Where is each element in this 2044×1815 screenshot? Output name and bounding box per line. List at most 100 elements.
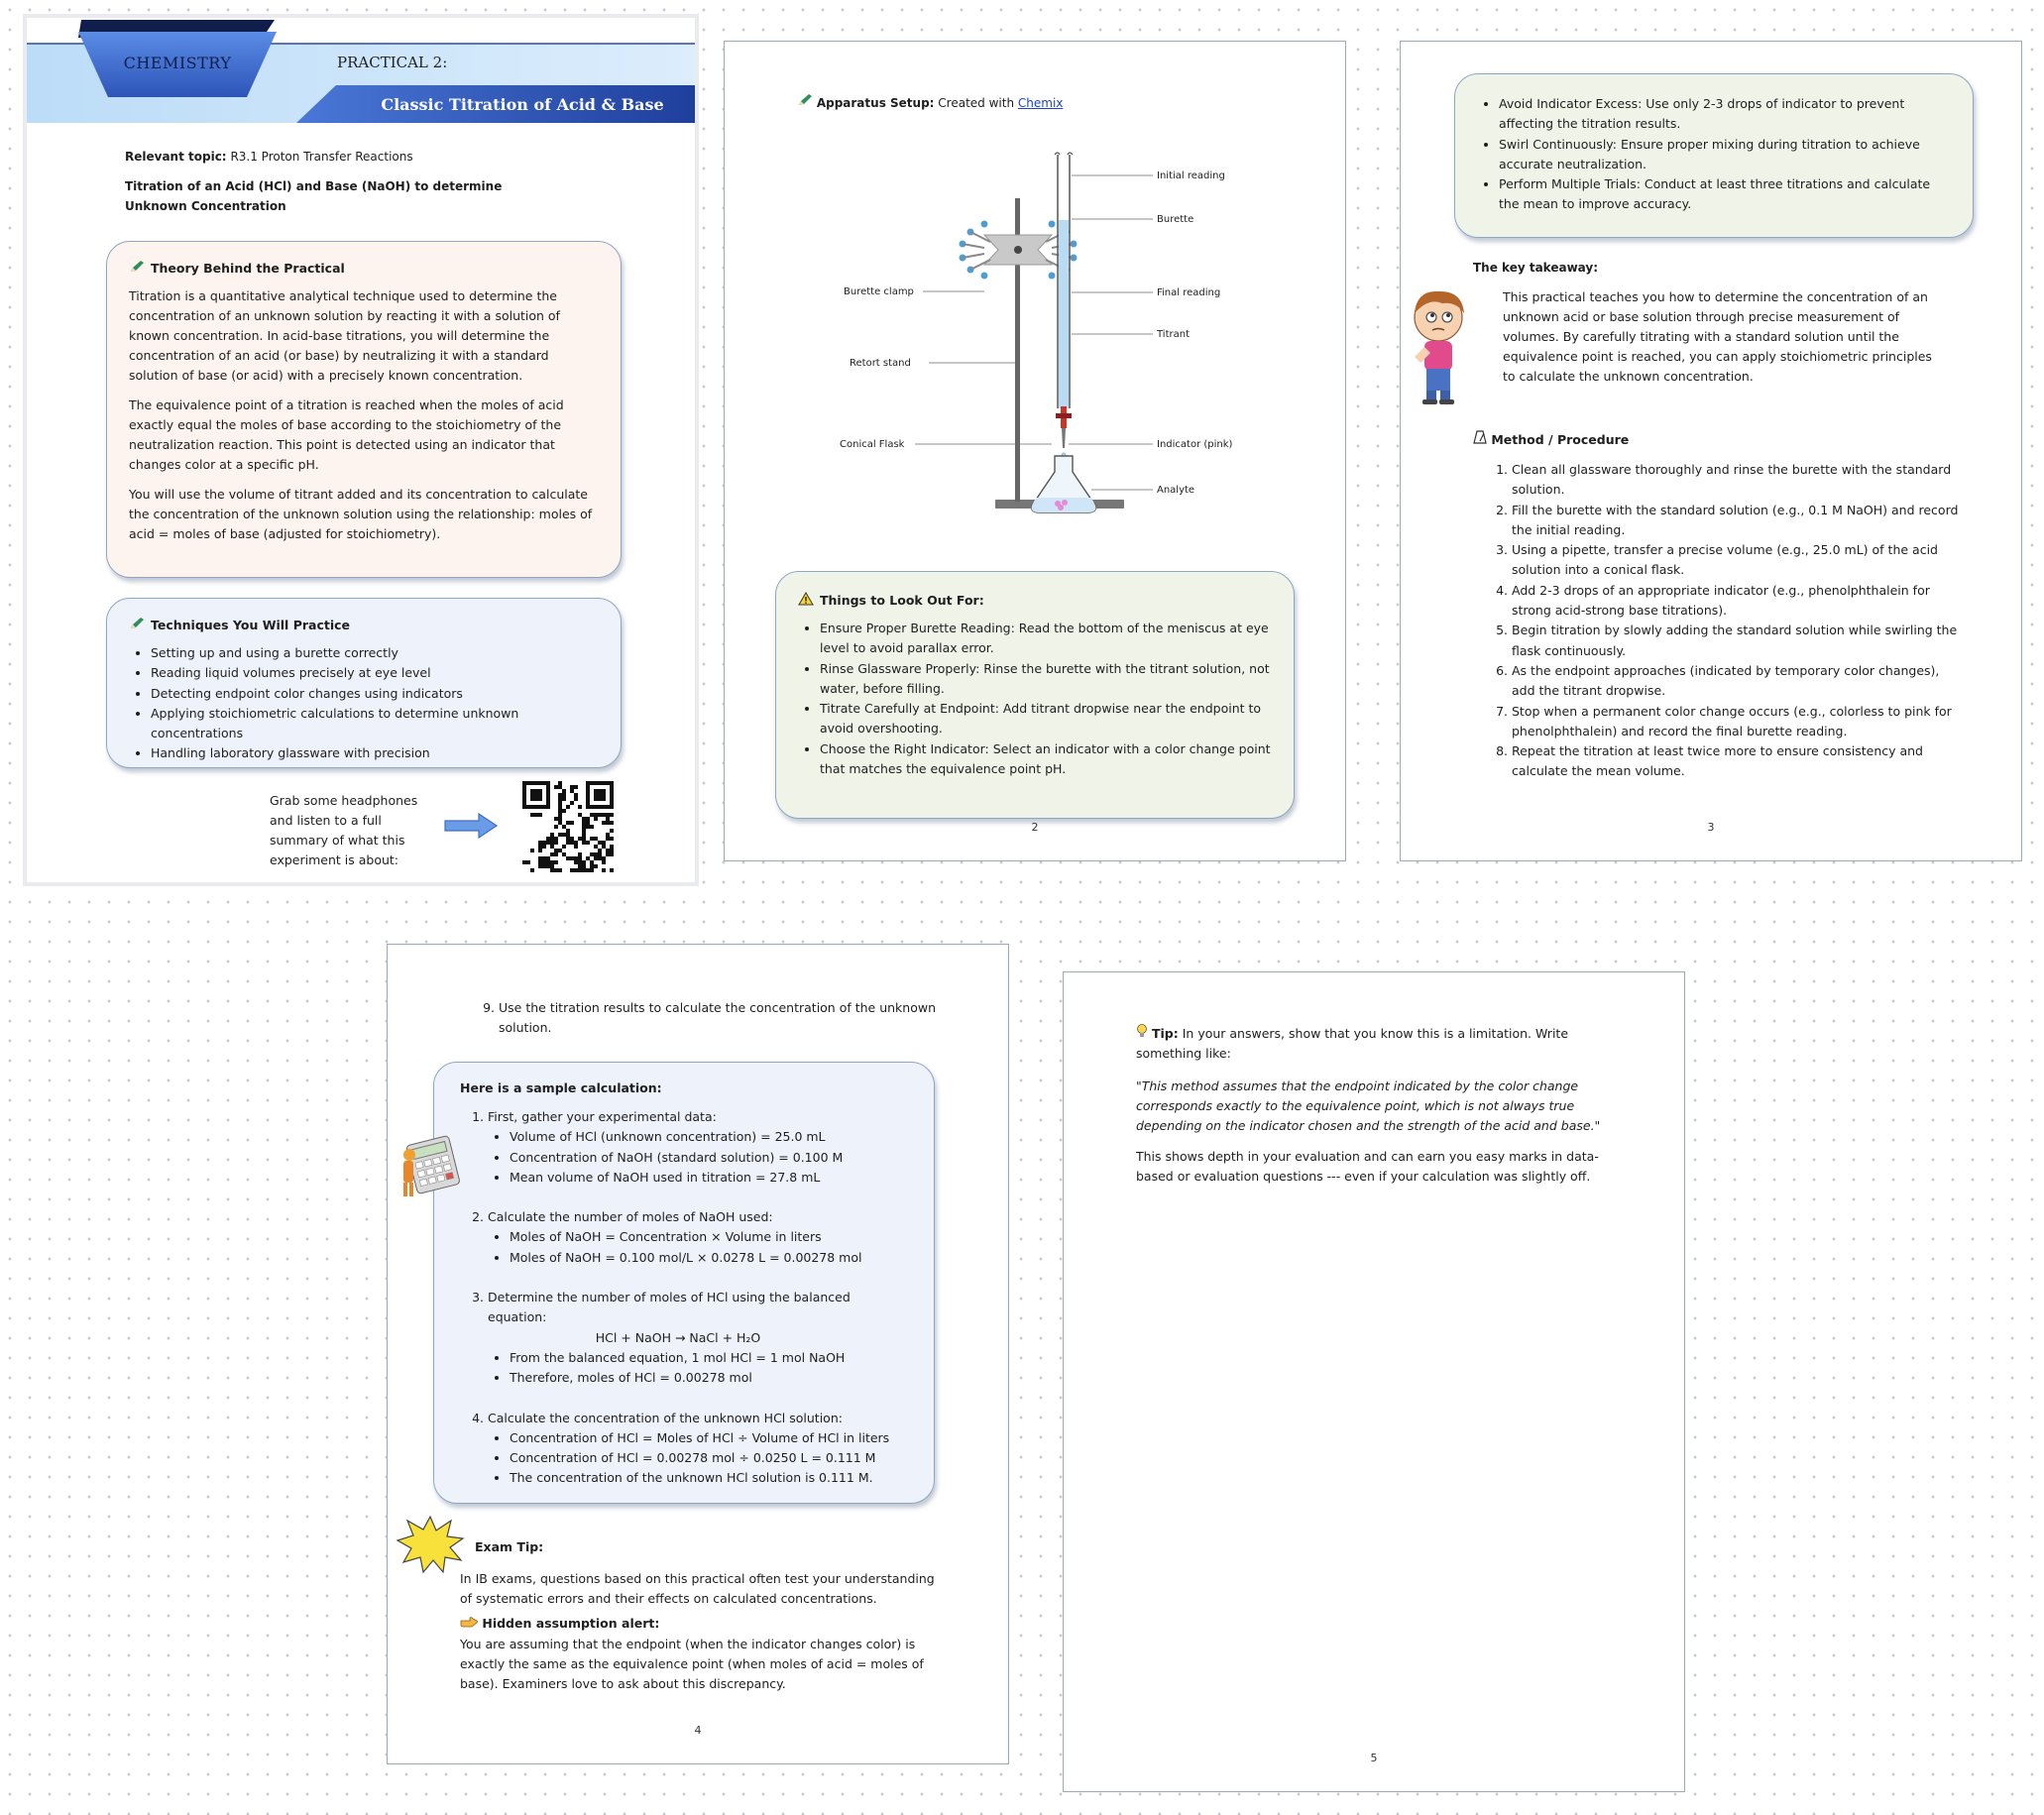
page-3: Avoid Indicator Excess: Use only 2-3 dro… — [1400, 41, 2022, 861]
label-burette: Burette — [1157, 214, 1193, 225]
page-subtitle: Titration of an Acid (HCl) and Base (NaO… — [125, 179, 503, 213]
list-item: Stop when a permanent color change occur… — [1512, 702, 1964, 742]
lookout-heading: Things to Look Out For: — [798, 592, 1272, 609]
list-item: Applying stoichiometric calculations to … — [151, 704, 599, 744]
theory-paragraph: You will use the volume of titrant added… — [129, 487, 593, 541]
tips-box: Avoid Indicator Excess: Use only 2-3 dro… — [1454, 73, 1974, 238]
apparatus-diagram: Initial reading Burette Burette clamp Fi… — [840, 152, 1233, 513]
warning-icon — [798, 592, 814, 609]
page-2: Apparatus Setup: Created with Chemix — [724, 41, 1346, 861]
list-item: Moles of NaOH = 0.100 mol/L × 0.0278 L =… — [510, 1248, 908, 1268]
header-title: Classic Titration of Acid & Base — [381, 95, 664, 114]
techniques-list: Setting up and using a burette correctly… — [129, 643, 599, 764]
list-item: Titrate Carefully at Endpoint: Add titra… — [820, 699, 1272, 739]
page-4: Use the titration results to calculate t… — [387, 944, 1009, 1764]
list-item: From the balanced equation, 1 mol HCl = … — [510, 1348, 908, 1368]
list-item: Setting up and using a burette correctly — [151, 643, 599, 663]
list-item: Begin titration by slowly adding the sta… — [1512, 621, 1964, 661]
qr-code-icon[interactable] — [522, 781, 614, 876]
method-list: Clean all glassware thoroughly and rinse… — [1488, 460, 1964, 782]
list-item: Calculate the number of moles of NaOH us… — [488, 1207, 908, 1268]
list-item: Rinse Glassware Properly: Rinse the bure… — [820, 659, 1272, 700]
page-1: CHEMISTRY PRACTICAL 2: Classic Titration… — [23, 14, 699, 886]
calc-steps: First, gather your experimental data: Vo… — [460, 1107, 908, 1489]
limitation-quote: "This method assumes that the endpoint i… — [1136, 1078, 1601, 1133]
list-item: Concentration of HCl = 0.00278 mol ÷ 0.0… — [510, 1448, 908, 1468]
closing-text: This shows depth in your evaluation and … — [1136, 1149, 1599, 1184]
theory-paragraph: Titration is a quantitative analytical t… — [129, 288, 560, 383]
header-subject: CHEMISTRY — [123, 54, 232, 72]
pointing-hand-icon — [460, 1614, 478, 1634]
hidden-assumption-heading: Hidden assumption alert: — [460, 1614, 659, 1634]
list-item: Avoid Indicator Excess: Use only 2-3 dro… — [1499, 94, 1951, 135]
list-item: As the endpoint approaches (indicated by… — [1512, 661, 1964, 702]
calculator-icon — [396, 1133, 463, 1202]
lightbulb-icon — [1136, 1024, 1148, 1044]
pencil-icon — [129, 260, 145, 277]
tips-list: Avoid Indicator Excess: Use only 2-3 dro… — [1477, 94, 1951, 215]
list-item: Perform Multiple Trials: Conduct at leas… — [1499, 174, 1951, 215]
list-item: Ensure Proper Burette Reading: Read the … — [820, 619, 1272, 659]
list-item: Concentration of NaOH (standard solution… — [510, 1148, 908, 1168]
techniques-box: Techniques You Will Practice Setting up … — [106, 598, 622, 768]
list-item: Detecting endpoint color changes using i… — [151, 684, 599, 704]
arrow-right-icon — [443, 811, 499, 845]
label-indicator: Indicator (pink) — [1157, 439, 1233, 450]
list-item: Using a pipette, transfer a precise volu… — [1512, 540, 1964, 581]
pencil-icon — [129, 617, 145, 633]
audio-text: Grab some headphones and listen to a ful… — [270, 793, 418, 867]
list-item: First, gather your experimental data: Vo… — [488, 1107, 908, 1188]
techniques-heading: Techniques You Will Practice — [129, 617, 599, 633]
list-item: Therefore, moles of HCl = 0.00278 mol — [510, 1368, 908, 1388]
list-item: Add 2-3 drops of an appropriate indicato… — [1512, 581, 1964, 622]
pencil-icon — [797, 93, 813, 113]
page-5: Tip: In your answers, show that you know… — [1063, 971, 1685, 1792]
metronome-icon — [1473, 430, 1487, 450]
exam-tip-heading: Exam Tip: — [475, 1539, 544, 1554]
label-final-reading: Final reading — [1157, 287, 1220, 298]
topic-label: Relevant topic: — [125, 150, 227, 164]
balanced-equation: HCl + NaOH → NaCl + H₂O — [595, 1329, 761, 1345]
list-item: Use the titration results to calculate t… — [499, 998, 951, 1039]
list-item: Determine the number of moles of HCl usi… — [488, 1288, 908, 1388]
label-burette-clamp: Burette clamp — [844, 286, 914, 297]
page-number: 3 — [1707, 821, 1715, 834]
label-retort-stand: Retort stand — [850, 358, 911, 369]
label-initial-reading: Initial reading — [1157, 170, 1225, 181]
boy-thinking-icon — [1407, 284, 1470, 410]
page-number: 2 — [1031, 821, 1039, 834]
page-number: 4 — [694, 1724, 702, 1737]
method-list-continued: Use the titration results to calculate t… — [475, 998, 951, 1039]
label-analyte: Analyte — [1157, 485, 1194, 496]
takeaway-text: This practical teaches you how to determ… — [1503, 289, 1932, 384]
theory-box: Theory Behind the Practical Titration is… — [106, 241, 622, 578]
theory-paragraph: The equivalence point of a titration is … — [129, 397, 564, 472]
tip-text: Tip: In your answers, show that you know… — [1136, 1024, 1569, 1061]
topic-value: R3.1 Proton Transfer Reactions — [230, 150, 413, 164]
list-item: Choose the Right Indicator: Select an in… — [820, 739, 1272, 780]
page-number: 5 — [1370, 1752, 1378, 1764]
chemix-link[interactable]: Chemix — [1017, 96, 1064, 110]
exam-tip-text: In IB exams, questions based on this pra… — [460, 1571, 935, 1606]
lookout-list: Ensure Proper Burette Reading: Read the … — [798, 619, 1272, 779]
list-item: Mean volume of NaOH used in titration = … — [510, 1168, 908, 1188]
hidden-assumption-text: You are assuming that the endpoint (when… — [460, 1637, 924, 1691]
list-item: Handling laboratory glassware with preci… — [151, 743, 599, 763]
list-item: Moles of NaOH = Concentration × Volume i… — [510, 1227, 908, 1247]
list-item: Clean all glassware thoroughly and rinse… — [1512, 460, 1964, 501]
topic-line: Relevant topic: R3.1 Proton Transfer Rea… — [125, 147, 413, 167]
sample-calculation-box: Here is a sample calculation: First, gat… — [433, 1062, 935, 1504]
list-item: The concentration of the unknown HCl sol… — [510, 1468, 908, 1488]
label-conical-flask: Conical Flask — [840, 439, 905, 450]
theory-heading: Theory Behind the Practical — [129, 260, 599, 277]
header-banner — [27, 20, 695, 123]
lookout-box: Things to Look Out For: Ensure Proper Bu… — [775, 571, 1295, 819]
method-heading: Method / Procedure — [1473, 430, 1629, 450]
list-item: Concentration of HCl = Moles of HCl ÷ Vo… — [510, 1428, 908, 1448]
label-titrant: Titrant — [1156, 329, 1190, 340]
list-item: Calculate the concentration of the unkno… — [488, 1409, 908, 1489]
header-practical: PRACTICAL 2: — [337, 54, 448, 71]
list-item: Swirl Continuously: Ensure proper mixing… — [1499, 135, 1951, 175]
list-item: Reading liquid volumes precisely at eye … — [151, 663, 599, 683]
list-item: Repeat the titration at least twice more… — [1512, 741, 1964, 782]
